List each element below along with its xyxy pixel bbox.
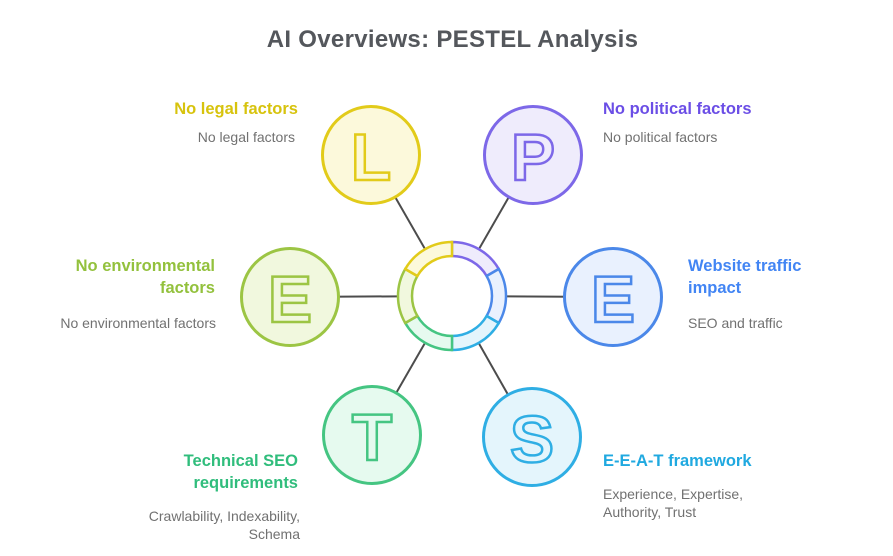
- subtitle-eeat: Experience, Expertise, Authority, Trust: [603, 486, 744, 520]
- subtitle-technical: Crawlability, Indexability, Schema: [148, 508, 300, 542]
- node-circle-traffic: [563, 247, 663, 347]
- node-letter-political: P: [511, 120, 555, 194]
- node-circle-environmental: [240, 247, 340, 347]
- node-circle-legal: [321, 105, 421, 205]
- node-circle-eeat: [482, 387, 582, 487]
- node-letter-traffic: E: [591, 262, 635, 336]
- subtitle-legal: No legal factors: [197, 129, 295, 145]
- center-ring: [396, 240, 508, 352]
- ring-segment-legal: [403, 240, 454, 278]
- heading-eeat: E-E-A-T framework: [603, 452, 752, 470]
- node-circle-political: [483, 105, 583, 205]
- node-letter-technical: T: [352, 400, 392, 474]
- node-circles: [240, 105, 663, 487]
- node-letter-eeat: S: [510, 402, 554, 476]
- node-letters: L P E E T S: [267, 119, 637, 478]
- subtitle-political: No political factors: [603, 129, 718, 145]
- node-letter-environmental: E: [268, 262, 312, 336]
- node-circle-technical: [322, 385, 422, 485]
- heading-political: No political factors: [603, 100, 752, 118]
- heading-technical: Technical SEO requirements: [183, 452, 298, 492]
- heading-environmental: No environmental factors: [75, 257, 215, 297]
- subtitle-environmental: No environmental factors: [60, 315, 216, 331]
- page-title: AI Overviews: PESTEL Analysis: [266, 26, 639, 53]
- heading-traffic: Website traffic impact: [688, 257, 802, 297]
- heading-legal: No legal factors: [174, 100, 298, 118]
- subtitle-traffic: SEO and traffic: [688, 315, 783, 331]
- node-letter-legal: L: [351, 120, 391, 194]
